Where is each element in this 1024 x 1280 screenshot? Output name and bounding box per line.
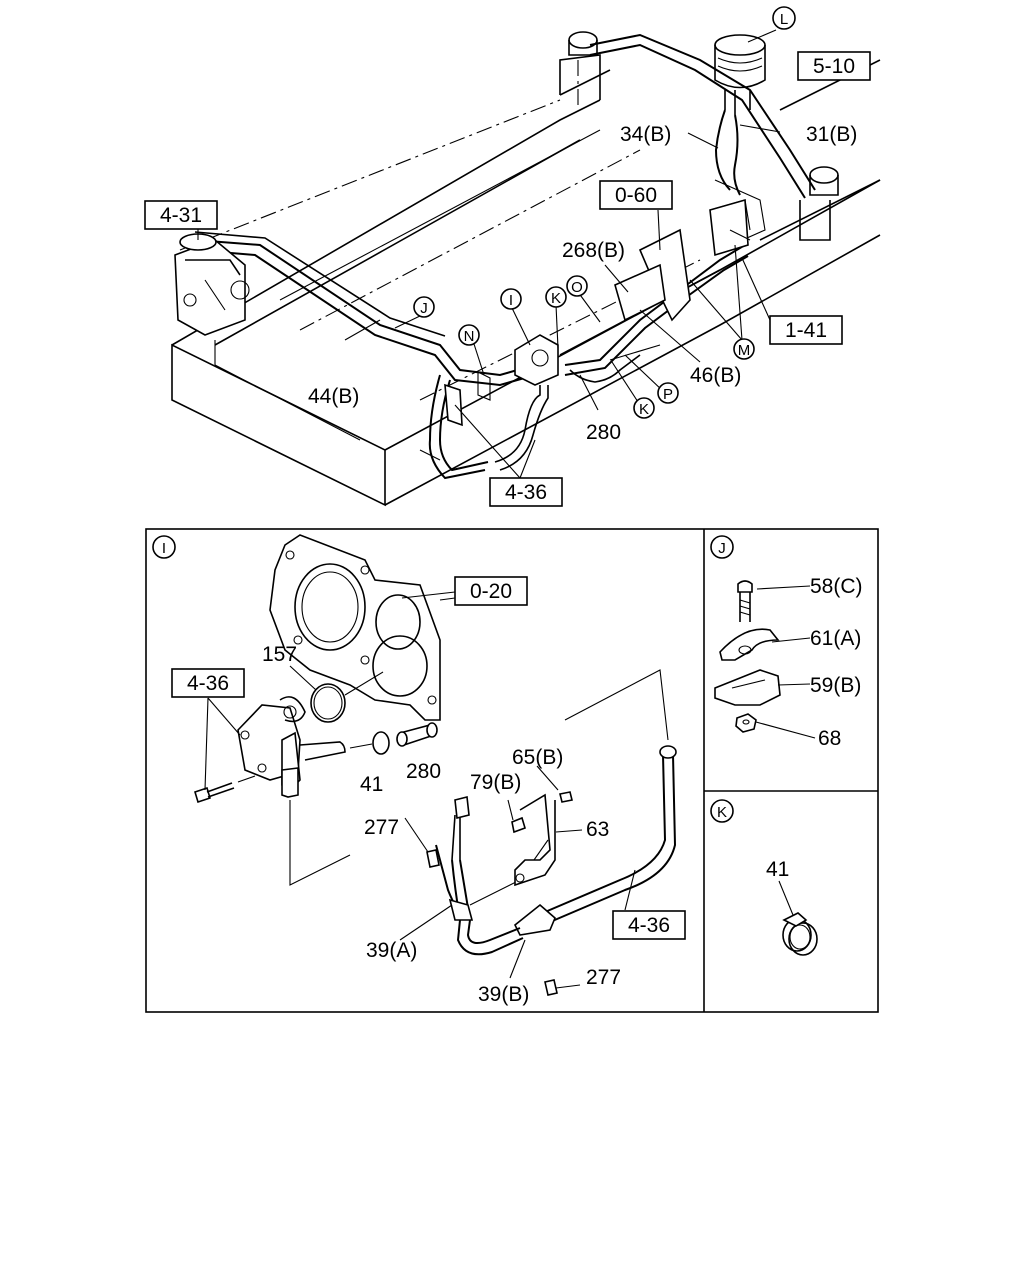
panel-J: J 58(C) 61(A) 59(B) 68 [710, 535, 863, 750]
label-277-a: 277 [364, 816, 399, 839]
svg-text:I: I [162, 540, 166, 557]
label-277-b: 277 [586, 966, 621, 989]
ref-box-0-20: 0-20 [454, 576, 528, 606]
frame-rails [171, 59, 881, 507]
ref-5-10-text: 5-10 [813, 55, 855, 78]
panel-I: I [152, 534, 686, 1006]
circle-K-top-1: K [545, 286, 567, 308]
circle-M-top: M [733, 338, 755, 360]
pump-on-frame [494, 334, 559, 471]
circle-K-top-2: K [633, 397, 655, 419]
circle-O-top: O [566, 275, 588, 297]
bracket-0-60 [614, 228, 691, 322]
panel-K-marker: K [710, 799, 734, 823]
circle-P-top: P [657, 382, 679, 404]
panel-I-marker: I [152, 535, 176, 559]
detail-panels [145, 528, 879, 1013]
return-pipe-assembly [435, 745, 677, 956]
ref-4-36-pipe-text: 4-36 [628, 914, 670, 937]
label-280-top: 280 [586, 421, 621, 444]
svg-text:K: K [717, 804, 727, 821]
ref-0-60-text: 0-60 [615, 184, 657, 207]
svg-text:N: N [464, 328, 475, 345]
label-41-k: 41 [766, 858, 789, 881]
label-280-i: 280 [406, 760, 441, 783]
label-39b: 39(B) [478, 983, 529, 1006]
panel-K: K 41 [710, 799, 818, 956]
clamp-41-detail [349, 731, 390, 755]
o-ring-157 [310, 683, 346, 723]
chassis-overview: 5-10 0-60 4-31 1-41 4-36 L J I [144, 6, 881, 507]
label-65b: 65(B) [512, 746, 563, 769]
bolt-277-b [544, 979, 558, 996]
label-79b: 79(B) [470, 771, 521, 794]
label-63: 63 [586, 818, 609, 841]
gasket-plate [269, 534, 456, 721]
circle-I-top: I [500, 288, 522, 310]
bracket-59b [714, 669, 781, 706]
label-68: 68 [818, 727, 841, 750]
bolt-277-a [426, 849, 440, 868]
bolt-pump [194, 775, 256, 804]
ref-box-4-36-top: 4-36 [489, 477, 563, 507]
label-39a: 39(A) [366, 939, 417, 962]
circle-L: L [772, 6, 796, 30]
label-58c: 58(C) [810, 575, 863, 598]
ref-box-4-36-detail: 4-36 [171, 668, 245, 698]
ref-box-0-60: 0-60 [599, 180, 673, 210]
svg-text:L: L [780, 11, 788, 28]
nut-68 [735, 713, 757, 733]
steering-gearbox [174, 233, 250, 336]
ref-1-41-text: 1-41 [785, 319, 827, 342]
label-61a: 61(A) [810, 627, 861, 650]
label-46b: 46(B) [690, 364, 741, 387]
rear-crossmember [559, 31, 839, 241]
svg-text:J: J [718, 540, 726, 557]
hose-clamp-41-k [782, 912, 818, 956]
ref-box-5-10: 5-10 [797, 51, 871, 81]
circle-N-top: N [458, 324, 480, 346]
svg-text:K: K [639, 401, 649, 418]
ref-4-36-top-text: 4-36 [505, 481, 547, 504]
clamp-61a [719, 628, 780, 661]
svg-text:I: I [509, 292, 513, 309]
label-157: 157 [262, 643, 297, 666]
leaders-top [197, 29, 781, 479]
panel-J-marker: J [710, 535, 734, 559]
label-268b: 268(B) [562, 239, 625, 262]
pump-body-detail [237, 696, 346, 798]
label-41-i: 41 [360, 773, 383, 796]
label-34b: 34(B) [620, 123, 671, 146]
ref-4-31-text: 4-31 [160, 204, 202, 227]
ref-box-1-41: 1-41 [769, 315, 843, 345]
svg-text:J: J [420, 300, 428, 317]
svg-text:P: P [663, 386, 673, 403]
bolt-79b [511, 816, 526, 834]
bracket-63 [514, 793, 556, 887]
bracket-1-41 [709, 198, 751, 257]
svg-text:K: K [551, 290, 561, 307]
ref-box-4-36-pipe: 4-36 [612, 910, 686, 940]
main-pipes [194, 231, 749, 387]
label-31b: 31(B) [806, 123, 857, 146]
bolt-58c [737, 580, 753, 622]
svg-text:M: M [738, 342, 751, 359]
nut-65b [559, 791, 573, 803]
label-59b: 59(B) [810, 674, 861, 697]
circle-J-top: J [413, 296, 435, 318]
lower-hoses [419, 371, 491, 480]
hose-280-detail [396, 722, 438, 747]
ref-box-4-31: 4-31 [144, 200, 218, 230]
ref-0-20-text: 0-20 [470, 580, 512, 603]
svg-text:O: O [571, 279, 583, 296]
ref-4-36-detail-text: 4-36 [187, 672, 229, 695]
label-44b: 44(B) [308, 385, 359, 408]
